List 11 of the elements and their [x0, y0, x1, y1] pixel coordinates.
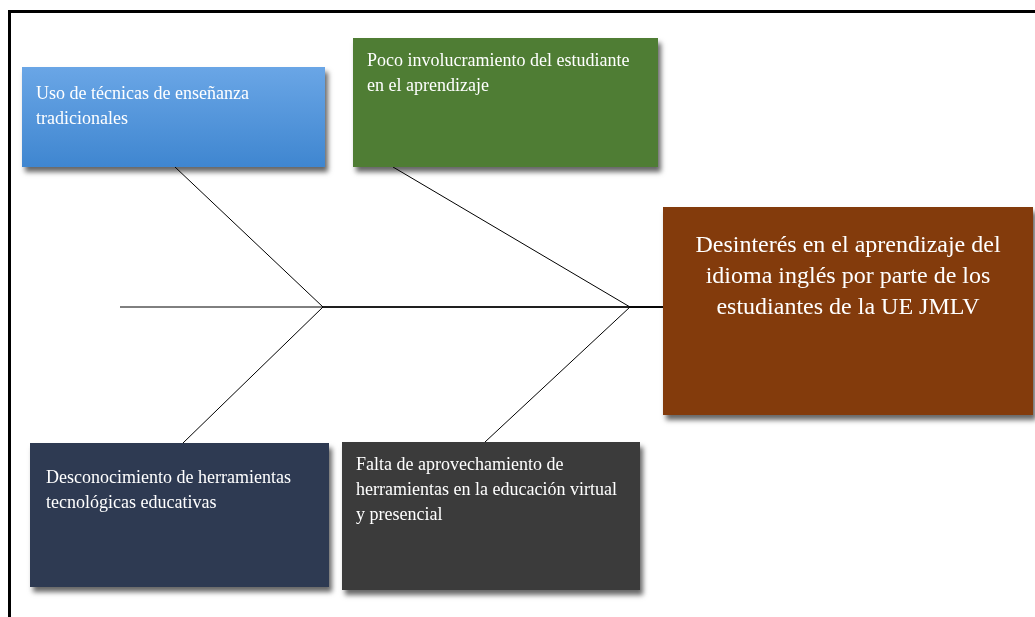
- bone-line: [484, 306, 664, 443]
- cause-box: [30, 443, 329, 587]
- node-text: Desinterés en el aprendizaje del idioma inglés por parte de los estudiantes de la UE JMLV: [694, 230, 1002, 322]
- cause-box: [342, 442, 640, 590]
- node-text: Falta de aprovechamiento de herramientas en la educación virtual y presencial: [356, 453, 618, 527]
- node-text: Poco involucramiento del estudiante en el aprendizaje: [367, 49, 631, 98]
- cause-box: [22, 67, 325, 167]
- node-text: Desconocimiento de herramientas tecnológicas educativas: [46, 466, 292, 515]
- node-text: Uso de técnicas de enseñanza tradicionales: [36, 82, 250, 131]
- cause-box: [353, 38, 658, 167]
- effect-box: [663, 207, 1033, 415]
